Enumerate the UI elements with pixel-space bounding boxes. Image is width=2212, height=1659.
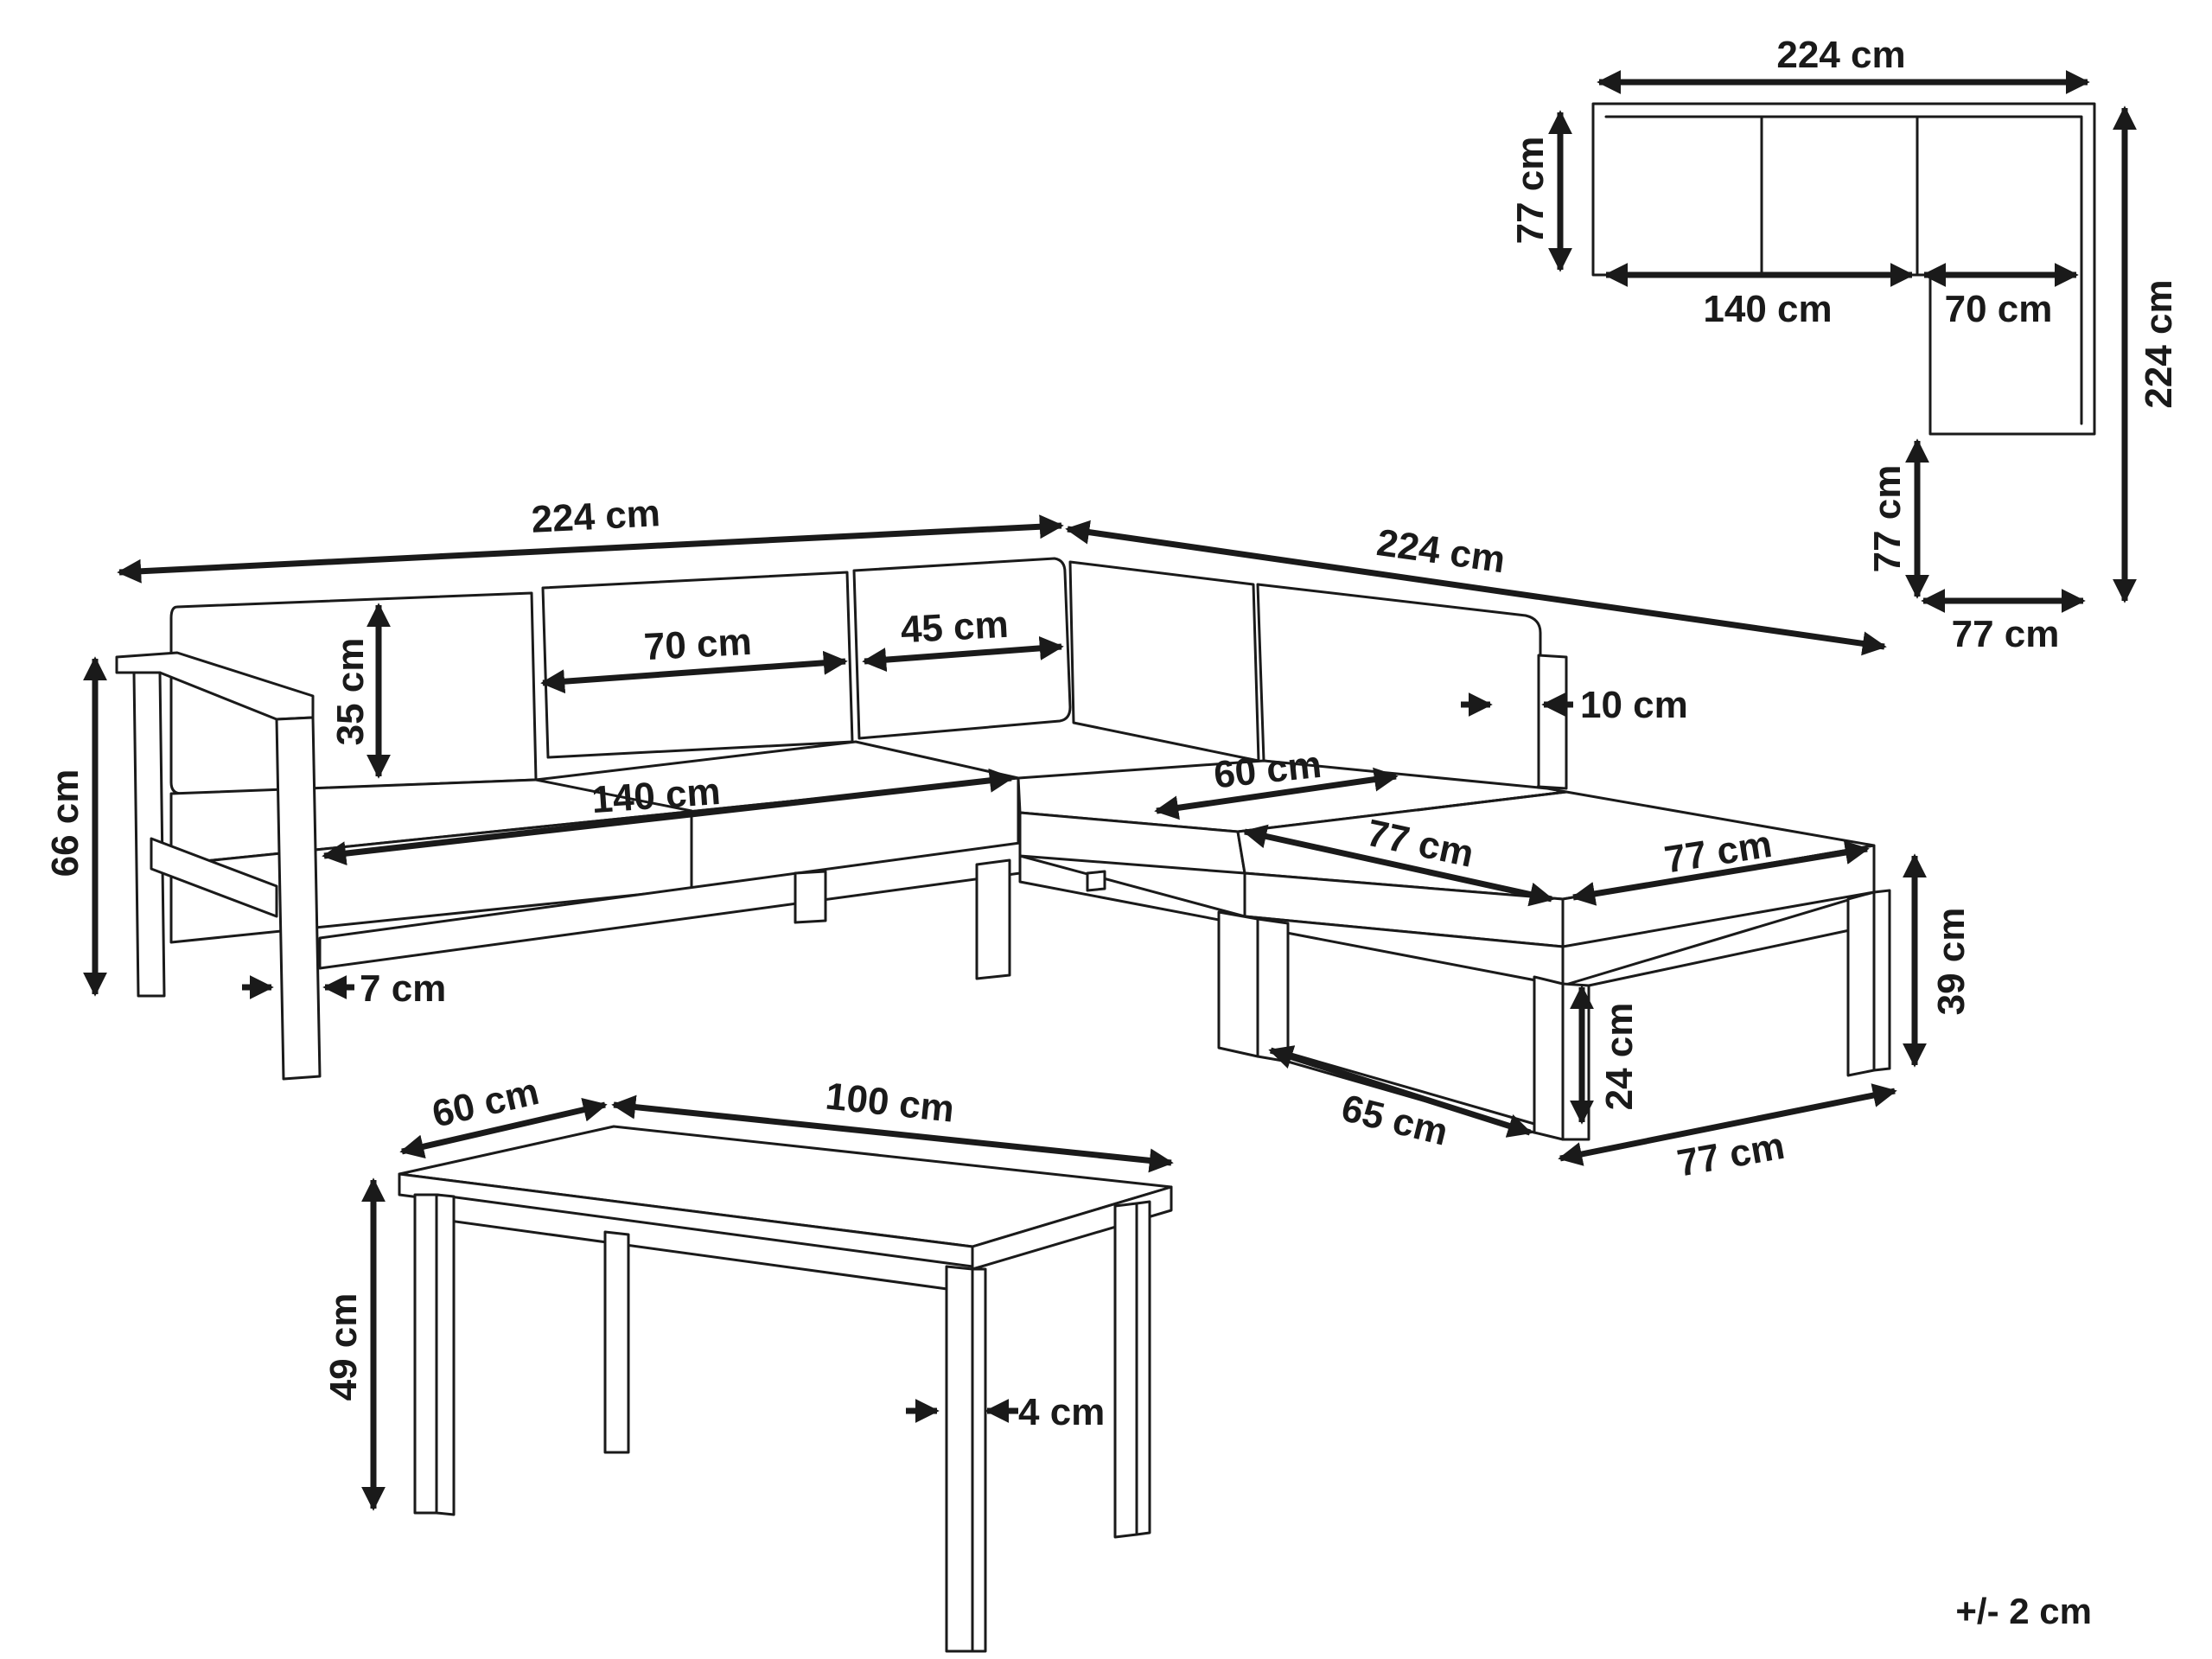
label-sofa-height: 66 cm xyxy=(44,769,86,877)
label-back-height: 35 cm xyxy=(329,638,372,746)
dimension-labels: 224 cm 77 cm 140 cm 70 cm 224 cm 77 cm 7… xyxy=(44,34,2180,1631)
label-top-seat-70: 70 cm xyxy=(1945,288,2053,330)
dimension-arrows xyxy=(83,70,2137,1511)
label-top-chaise-width: 77 cm xyxy=(1952,613,2060,655)
label-arm-thickness: 10 cm xyxy=(1580,684,1688,726)
label-back-cushion-70: 70 cm xyxy=(643,621,753,668)
label-top-seat-140: 140 cm xyxy=(1703,288,1832,330)
top-view-plan xyxy=(1591,102,2096,436)
label-top-depth-left: 77 cm xyxy=(1509,137,1552,245)
label-sofa-width-right: 224 cm xyxy=(1374,521,1508,581)
label-top-height-right: 224 cm xyxy=(2138,279,2180,408)
label-leg-width-7: 7 cm xyxy=(360,967,446,1010)
label-tolerance: +/- 2 cm xyxy=(1955,1591,2092,1631)
label-table-height-49: 49 cm xyxy=(322,1293,365,1401)
table-drawing xyxy=(398,1125,1173,1653)
label-sofa-width-left: 224 cm xyxy=(530,492,661,541)
label-table-leg-4: 4 cm xyxy=(1018,1391,1105,1433)
label-table-length-100: 100 cm xyxy=(824,1075,957,1130)
label-ottoman-clearance-24: 24 cm xyxy=(1598,1003,1641,1111)
label-top-chaise-depth: 77 cm xyxy=(1866,465,1909,573)
label-ottoman-height-39: 39 cm xyxy=(1930,908,1973,1016)
label-top-width: 224 cm xyxy=(1776,34,1905,76)
label-back-cushion-45: 45 cm xyxy=(900,603,1010,651)
label-seat-length-140: 140 cm xyxy=(590,770,722,821)
